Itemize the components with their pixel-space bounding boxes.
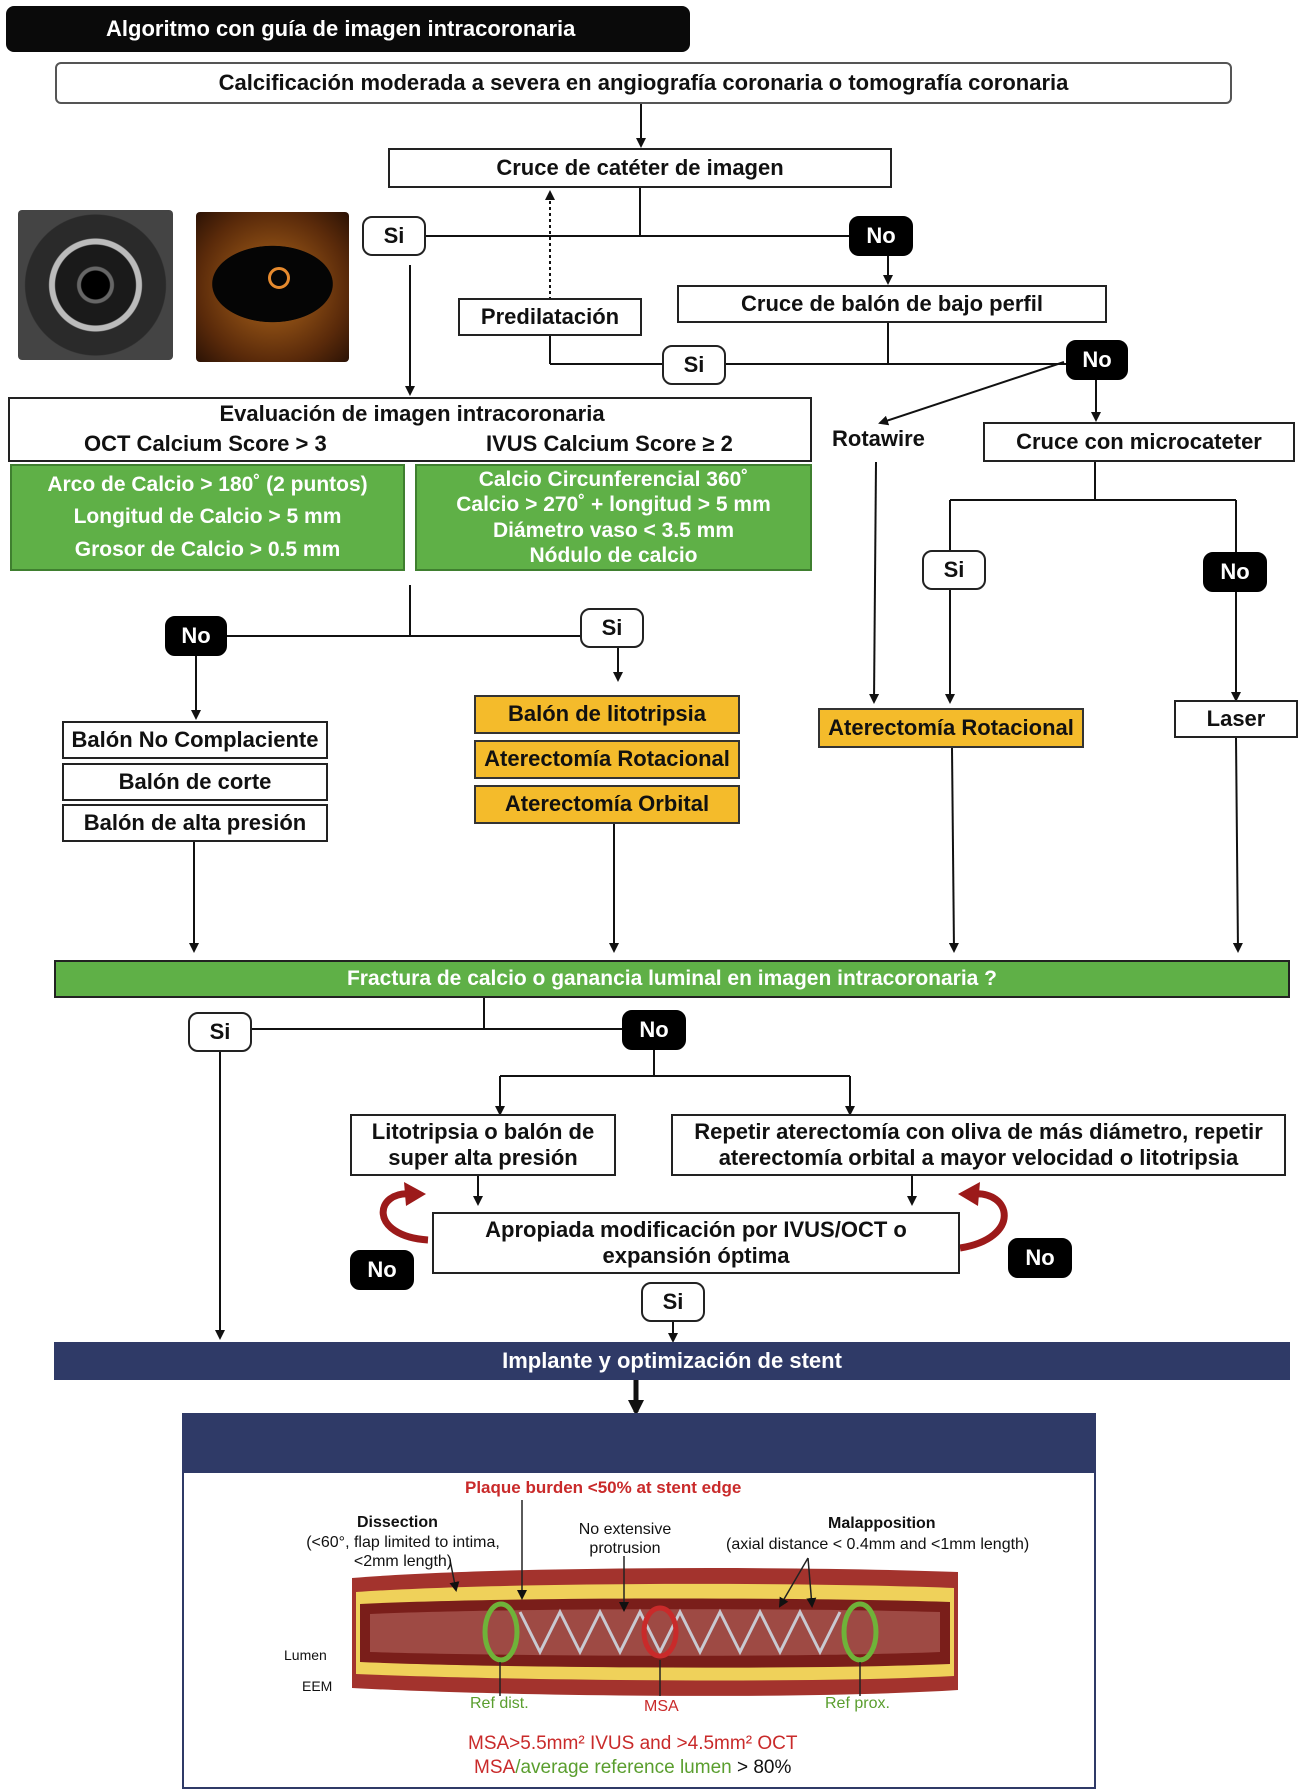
dissection-title: Dissection xyxy=(357,1514,438,1531)
fracture-question: Fractura de calcio o ganancia luminal en… xyxy=(54,960,1290,998)
yes-label-microcatheter: Si xyxy=(922,550,986,590)
stent-banner: Implante y optimización de stent xyxy=(54,1342,1290,1380)
balloon-noncompliant: Balón No Complaciente xyxy=(62,721,328,759)
oct-image xyxy=(196,212,349,362)
ivus-score: IVUS Calcium Score ≥ 2 xyxy=(486,431,733,456)
yes-label-predilatation: Si xyxy=(662,345,726,385)
title-banner: Algoritmo con guía de imagen intracorona… xyxy=(6,6,690,52)
no-label-fracture: No xyxy=(622,1010,686,1050)
no-label-left-loop: No xyxy=(350,1250,414,1290)
rotational-atherectomy: Aterectomía Rotacional xyxy=(474,740,740,779)
malapposition-title: Malapposition xyxy=(828,1515,936,1532)
microcatheter-box: Cruce con microcateter xyxy=(983,422,1295,462)
no-label-evaluation: No xyxy=(165,616,227,656)
evaluation-box: Evaluación de imagen intracoronaria OCT … xyxy=(8,397,812,462)
rotawire-label: Rotawire xyxy=(832,426,925,451)
laser-box: Laser xyxy=(1174,700,1298,738)
appropriate-modification: Apropiada modificación por IVUS/OCT o ex… xyxy=(432,1212,960,1274)
protrusion-label: No extensive protrusion xyxy=(578,1521,672,1558)
oct-criteria-box: Arco de Calcio > 180˚ (2 puntos) Longitu… xyxy=(10,464,405,571)
evaluation-heading: Evaluación de imagen intracoronaria xyxy=(219,401,605,426)
no-label-right-loop: No xyxy=(1008,1238,1072,1278)
illustration-header-bar xyxy=(184,1415,1094,1473)
eem-label: EEM xyxy=(302,1678,333,1694)
title: Algoritmo con guía de imagen intracorona… xyxy=(106,16,576,41)
predilatation-box: Predilatación xyxy=(458,298,642,336)
ivus-criteria-box: Calcio Circunferencial 360˚ Calcio > 270… xyxy=(415,464,812,571)
msa-criterion-1: MSA>5.5mm² IVUS and >4.5mm² OCT xyxy=(468,1733,798,1754)
no-label-microcatheter: No xyxy=(1203,552,1267,592)
msa-label: MSA xyxy=(644,1698,679,1715)
lumen-label: Lumen xyxy=(284,1647,327,1663)
malapposition-detail: (axial distance < 0.4mm and <1mm length) xyxy=(726,1536,1030,1553)
oct-score: OCT Calcium Score > 3 xyxy=(84,431,327,456)
start-box: Calcificación moderada a severa en angio… xyxy=(55,62,1232,104)
yes-label-crossing: Si xyxy=(362,216,426,256)
plaque-burden-label: Plaque burden <50% at stent edge xyxy=(465,1478,742,1497)
dissection-detail: (<60°, flap limited to intima, <2mm leng… xyxy=(306,1534,500,1571)
no-label-balloon: No xyxy=(1066,340,1128,380)
repeat-option: Repetir aterectomía con oliva de más diá… xyxy=(671,1114,1286,1176)
lithotripsy-option: Litotripsia o balón de super alta presió… xyxy=(350,1114,616,1176)
ref-prox-label: Ref prox. xyxy=(825,1695,890,1712)
rotational-atherectomy-rotawire: Aterectomía Rotacional xyxy=(818,708,1084,748)
orbital-atherectomy: Aterectomía Orbital xyxy=(474,785,740,824)
balloon-cutting: Balón de corte xyxy=(62,763,328,801)
lithotripsy-balloon: Balón de litotripsia xyxy=(474,695,740,734)
msa-criterion-2: MSA/average reference lumen > 80% xyxy=(474,1757,792,1778)
low-profile-balloon-box: Cruce de balón de bajo perfil xyxy=(677,285,1107,323)
no-label-crossing: No xyxy=(849,216,913,256)
imaging-catheter-crossing: Cruce de catéter de imagen xyxy=(388,148,892,188)
ivus-image xyxy=(18,210,173,360)
yes-label-modification: Si xyxy=(641,1282,705,1322)
ref-dist-label: Ref dist. xyxy=(470,1695,529,1712)
yes-label-evaluation: Si xyxy=(580,608,644,648)
balloon-high-pressure: Balón de alta presión xyxy=(62,804,328,842)
yes-label-fracture: Si xyxy=(188,1012,252,1052)
